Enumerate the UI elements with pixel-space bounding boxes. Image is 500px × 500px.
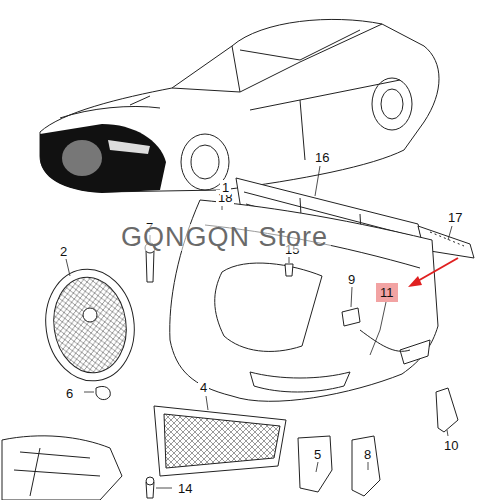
clip-part	[146, 250, 154, 282]
car-wheel	[372, 78, 412, 130]
bumper-crease	[360, 330, 410, 351]
leader-line	[289, 257, 290, 263]
arrow-head	[408, 276, 422, 287]
leader-line	[316, 462, 318, 472]
callout-number: 9	[346, 272, 357, 287]
clip-part	[342, 308, 360, 326]
arrow-shaft	[416, 258, 458, 282]
bumper-fog-opening	[400, 340, 430, 364]
callout-number: 17	[446, 210, 464, 225]
car-grille	[62, 140, 102, 176]
grille-badge	[83, 308, 97, 322]
car-wheel	[381, 89, 403, 119]
undertray-ribs	[14, 448, 100, 496]
leader-line	[206, 396, 208, 410]
car-outline	[40, 19, 439, 192]
leader-lines	[66, 166, 452, 488]
callout-number: 5	[312, 447, 323, 462]
screw-head	[146, 477, 154, 485]
callout-number: 11	[380, 285, 394, 300]
leader-line	[84, 392, 94, 393]
callout-highlight-box: 11	[376, 283, 398, 302]
leader-line	[447, 430, 448, 436]
lower-grille-mesh	[164, 414, 280, 468]
red-arrow	[408, 258, 458, 287]
car-window	[240, 30, 360, 60]
lower-grille	[154, 406, 286, 476]
car-pillar	[232, 46, 240, 92]
leader-line	[315, 166, 320, 196]
undertray	[2, 436, 122, 500]
callout-number: 8	[362, 447, 373, 462]
clip-part	[96, 386, 110, 399]
front-grille	[39, 263, 142, 386]
leader-line	[351, 287, 352, 307]
bumper-lower-opening	[250, 372, 350, 392]
bumper-grille-opening	[215, 263, 322, 351]
callout-number: 2	[58, 244, 69, 259]
leader-line	[156, 488, 172, 489]
side-duct	[298, 436, 332, 492]
callout-number: 10	[442, 438, 460, 453]
car-hood-line	[60, 106, 160, 118]
callout-number: 4	[198, 380, 209, 395]
front-grille-mesh	[48, 272, 133, 377]
callout-number: 14	[176, 481, 194, 496]
leader-line	[368, 462, 369, 470]
car-body	[40, 19, 439, 192]
side-cover	[436, 388, 458, 432]
car-wheel	[191, 145, 219, 179]
leader-line	[370, 302, 386, 355]
car-door-line	[250, 80, 400, 110]
callout-number: 1	[220, 180, 231, 195]
car-door-line	[300, 100, 305, 160]
car-headlamp	[108, 140, 150, 154]
car-front-bumper-highlight	[40, 124, 166, 193]
side-duct	[352, 436, 380, 496]
car-beltline	[172, 24, 382, 92]
leader-line	[448, 226, 452, 240]
watermark: GQNGQN Store	[118, 224, 331, 251]
bumper-bracket-holes	[430, 232, 464, 246]
leader-line	[222, 206, 223, 210]
car-mirror	[130, 96, 150, 105]
clip-part	[285, 264, 293, 276]
callout-number: 16	[313, 150, 331, 165]
leader-line	[66, 259, 70, 276]
callout-number: 6	[64, 386, 75, 401]
